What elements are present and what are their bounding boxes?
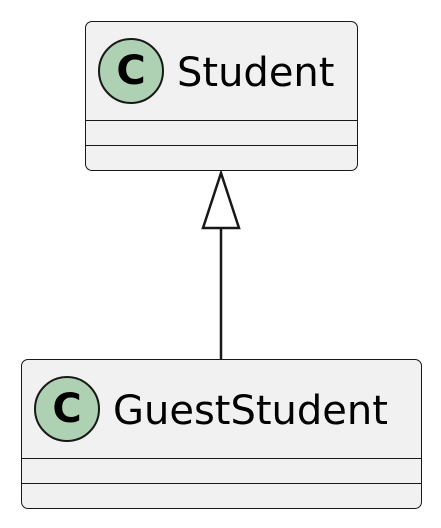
class-c-icon: C [98,38,164,104]
class-student-attributes-divider [86,120,357,121]
class-student-header: C Student [86,22,357,122]
class-guest-student-methods-divider [22,483,421,484]
class-guest-student[interactable]: C GuestStudent [21,359,422,509]
class-c-icon: C [34,376,100,442]
class-student-methods-divider [86,145,357,146]
hollow-triangle-arrow-icon [201,168,241,230]
class-student[interactable]: C Student [85,21,358,171]
class-guest-student-attributes-divider [22,458,421,459]
class-student-name: Student [177,50,335,96]
class-guest-student-name: GuestStudent [113,388,388,434]
class-guest-student-header: C GuestStudent [22,360,421,460]
